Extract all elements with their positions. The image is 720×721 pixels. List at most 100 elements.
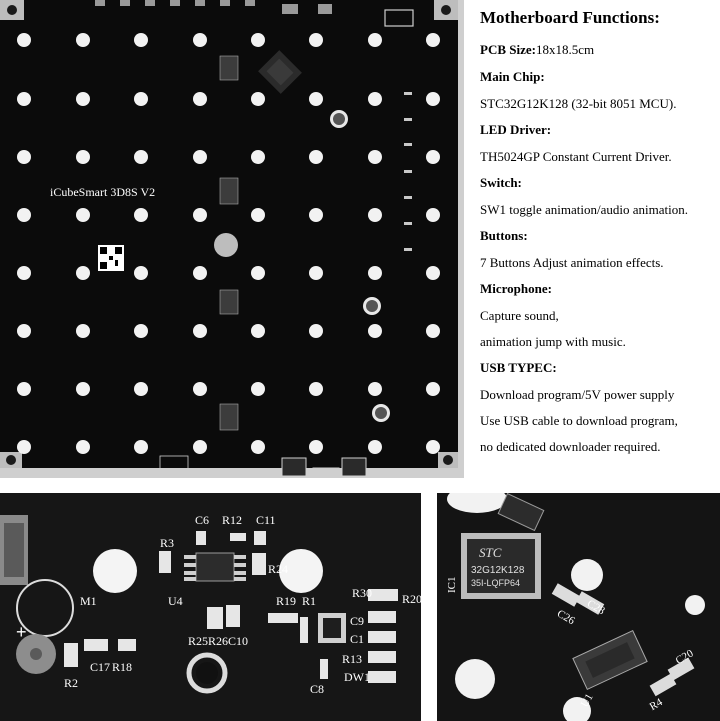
led-hole: [447, 493, 507, 513]
led-hole: [186, 652, 228, 694]
label-r19: R19: [276, 594, 296, 608]
led-hole: [193, 382, 207, 396]
led-hole: [309, 440, 323, 454]
led-hole: [193, 33, 207, 47]
closeup-right-svg: STC 32G12K128 35I-LQFP64 IC1 C26 C28 U1 …: [437, 493, 720, 721]
led-hole: [368, 324, 382, 338]
led-hole: [17, 150, 31, 164]
label-r3: R3: [160, 536, 174, 550]
label-r2: R2: [64, 676, 78, 690]
led-hole: [279, 549, 323, 593]
led-hole: [76, 382, 90, 396]
spec-label: USB TYPEC:: [480, 360, 557, 375]
led-hole: [309, 382, 323, 396]
mcu-chip: [258, 50, 302, 94]
led-hole: [134, 324, 148, 338]
led-hole: [309, 324, 323, 338]
led-hole: [134, 440, 148, 454]
label-m1: M1: [80, 594, 97, 608]
chip-package: 35I-LQFP64: [471, 578, 520, 588]
chip-u4: [195, 552, 235, 582]
led-hole: [193, 92, 207, 106]
led-hole: [563, 697, 591, 721]
svg-text:+: +: [16, 622, 27, 642]
label-u4: U4: [168, 594, 183, 608]
led-hole: [76, 150, 90, 164]
spec-value: Download program/5V power supply: [480, 387, 675, 402]
led-hole: [368, 150, 382, 164]
led-hole: [134, 208, 148, 222]
led-hole: [76, 33, 90, 47]
led-hole: [17, 440, 31, 454]
pcb-logo: [214, 233, 238, 257]
label-dw1: DW1: [344, 670, 370, 684]
label-r26: R26: [208, 634, 228, 648]
spec-value: SW1 toggle animation/audio animation.: [480, 202, 688, 217]
led-hole: [426, 33, 440, 47]
mcu-chip-closeup: STC 32G12K128 35I-LQFP64: [461, 533, 541, 599]
led-hole: [93, 549, 137, 593]
label-c1: C1: [350, 632, 364, 646]
led-hole: [17, 33, 31, 47]
main-pcb-photo: iCubeSmart 3D8S V2: [0, 0, 464, 478]
led-hole: [193, 208, 207, 222]
microphone-outline: [16, 579, 74, 637]
led-hole: [426, 382, 440, 396]
led-hole: [76, 208, 90, 222]
label-r25: R25: [188, 634, 208, 648]
closeup-left-svg: + C6 R12 C11 R3 R24 M1 U4 R19 R1 R30 R20…: [0, 493, 421, 721]
led-hole: [251, 208, 265, 222]
led-hole: [685, 595, 705, 615]
led-hole: [134, 33, 148, 47]
led-hole: [426, 208, 440, 222]
led-hole: [309, 266, 323, 280]
label-c10: C10: [228, 634, 248, 648]
led-hole: [193, 266, 207, 280]
led-hole: [193, 150, 207, 164]
led-hole: [251, 382, 265, 396]
spec-panel: Motherboard Functions: PCB Size:18x18.5c…: [474, 0, 720, 478]
led-hole: [17, 324, 31, 338]
spec-label: PCB Size:: [480, 42, 536, 57]
led-hole: [368, 92, 382, 106]
spec-value: no dedicated downloader required.: [480, 439, 661, 454]
label-c9: C9: [350, 614, 364, 628]
spec-label: Main Chip:: [480, 69, 545, 84]
spec-label: Microphone:: [480, 281, 552, 296]
label-r18: R18: [112, 660, 132, 674]
capacitor: [330, 110, 390, 422]
spec-title: Motherboard Functions:: [480, 8, 660, 27]
led-hole: [368, 382, 382, 396]
led-hole: [251, 266, 265, 280]
led-hole: [134, 382, 148, 396]
led-hole: [368, 208, 382, 222]
label-c8: C8: [310, 682, 324, 696]
led-hole: [251, 92, 265, 106]
spec-value: Capture sound,: [480, 308, 559, 323]
led-hole: [251, 440, 265, 454]
spec-label: LED Driver:: [480, 122, 552, 137]
led-hole: [426, 266, 440, 280]
led-hole: [134, 266, 148, 280]
led-hole: [251, 324, 265, 338]
board-silkscreen-name: iCubeSmart 3D8S V2: [50, 185, 155, 199]
led-hole: [17, 266, 31, 280]
led-hole: [426, 324, 440, 338]
led-hole: [76, 266, 90, 280]
led-hole: [368, 33, 382, 47]
label-r20: R20: [402, 592, 421, 606]
led-hole-grid: [17, 33, 440, 454]
label-r24: R24: [268, 562, 288, 576]
spec-value: animation jump with music.: [480, 334, 626, 349]
pcb-board-svg: iCubeSmart 3D8S V2: [0, 0, 464, 478]
led-hole: [76, 324, 90, 338]
led-hole: [455, 659, 495, 699]
led-hole: [251, 33, 265, 47]
led-hole: [426, 150, 440, 164]
led-hole: [426, 440, 440, 454]
label-ic1: IC1: [446, 577, 458, 594]
spec-value: STC32G12K128 (32-bit 8051 MCU).: [480, 96, 677, 111]
label-r13: R13: [342, 652, 362, 666]
label-u1: U1: [579, 692, 596, 710]
label-r4: R4: [648, 696, 666, 713]
